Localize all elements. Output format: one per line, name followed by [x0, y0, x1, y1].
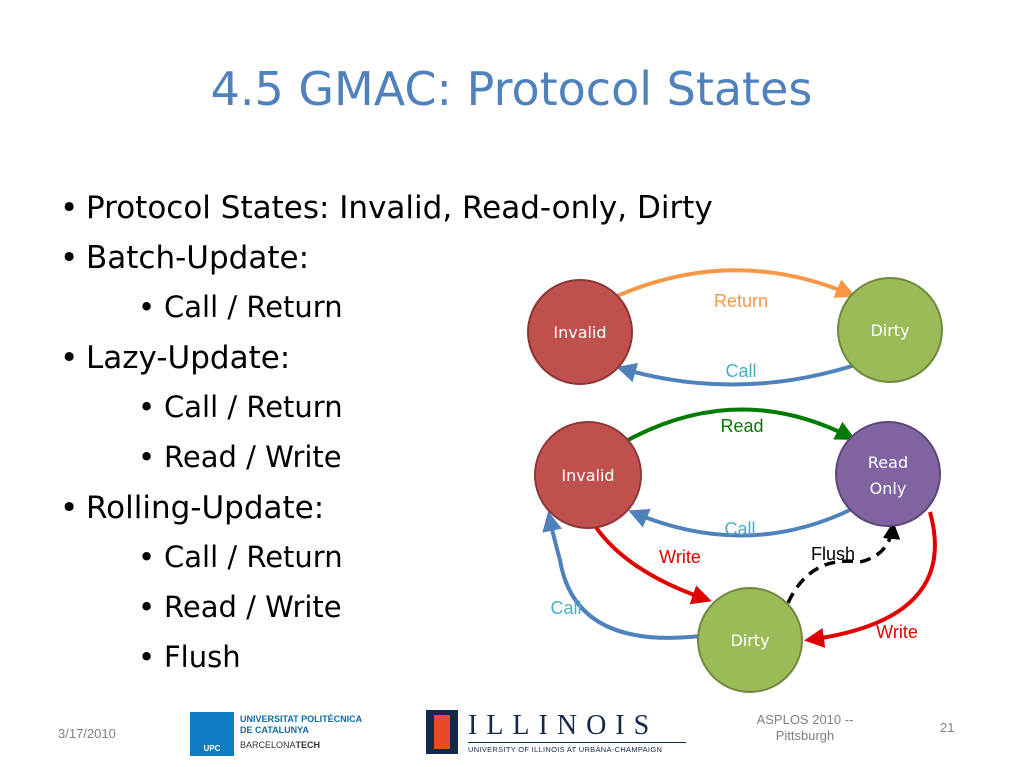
upc-name-line1: UNIVERSITAT POLITÈCNICA — [240, 714, 363, 724]
illinois-rule — [468, 742, 686, 743]
edge-write-invalid-arrow — [588, 516, 712, 605]
bullet-item: •Call / Return — [138, 390, 343, 424]
node-dirty-batch — [837, 277, 943, 383]
illinois-wordmark: ILLINOIS — [468, 710, 659, 741]
footer-venue-line2: Pittsburgh — [775, 728, 835, 743]
edge-call-dirty-label: Call — [550, 598, 581, 618]
node-readonly-label-line1: Read — [868, 453, 908, 472]
upc-emblem-text: UPC — [203, 744, 221, 753]
bullet-text: Batch-Update: — [86, 240, 310, 276]
node-dirty-batch-label: Dirty — [870, 321, 909, 340]
illinois-block-i-icon — [426, 710, 458, 754]
bullet-dot: • — [60, 340, 79, 376]
node-dirty-rolling-label: Dirty — [730, 631, 769, 650]
edge-write-ro-arrow — [804, 511, 937, 648]
bullet-dot: • — [138, 640, 156, 674]
bullet-text: Call / Return — [164, 390, 343, 424]
bullet-text: Call / Return — [164, 290, 343, 324]
bullet-item: •Call / Return — [138, 290, 343, 324]
edge-call-dirty-arrow — [542, 511, 701, 640]
node-invalid-rolling — [534, 421, 642, 529]
edge-return-arrow — [616, 268, 856, 298]
edge-call-ro-label: Call — [724, 519, 755, 539]
upc-logo: UPC UNIVERSITAT POLITÈCNICA DE CATALUNYA… — [190, 712, 390, 758]
node-invalid-batch — [527, 279, 633, 385]
bullet-item: •Read / Write — [138, 440, 342, 474]
footer-venue: ASPLOS 2010 -- Pittsburgh — [720, 712, 890, 744]
bullet-dot: • — [60, 190, 79, 226]
bullet-item: •Protocol States: Invalid, Read-only, Di… — [60, 190, 713, 226]
bullet-dot: • — [138, 440, 156, 474]
node-invalid-rolling-label: Invalid — [561, 466, 614, 485]
node-readonly-label-line2: Only — [870, 479, 907, 498]
bullet-dot: • — [60, 240, 79, 276]
edge-call-label: Call — [725, 361, 756, 381]
upc-emblem: UPC — [190, 712, 234, 756]
footer-date: 3/17/2010 — [58, 726, 116, 741]
bullet-text: Lazy-Update: — [86, 340, 291, 376]
footer-venue-line1: ASPLOS 2010 -- — [756, 712, 854, 727]
edge-write-ro-label: Write — [876, 622, 918, 642]
upc-name-line2: DE CATALUNYA — [240, 725, 309, 735]
edge-read-label: Read — [720, 416, 763, 436]
bullet-dot: • — [138, 540, 156, 574]
illinois-logo: ILLINOIS UNIVERSITY OF ILLINOIS AT URBAN… — [426, 710, 696, 758]
bullet-item: •Call / Return — [138, 540, 343, 574]
edge-call-arrow — [616, 362, 853, 387]
page-number: 21 — [940, 720, 955, 735]
node-readonly — [835, 421, 941, 527]
bullet-text: Read / Write — [164, 590, 342, 624]
slide-title: 4.5 GMAC: Protocol States — [210, 62, 813, 116]
bullet-text: Read / Write — [164, 440, 342, 474]
bullet-text: Flush — [164, 640, 241, 674]
upc-tech: TECH — [295, 740, 321, 750]
node-dirty-rolling — [697, 587, 803, 693]
bullet-item: •Flush — [138, 640, 241, 674]
bullet-item: •Read / Write — [138, 590, 342, 624]
bullet-text: Call / Return — [164, 540, 343, 574]
upc-barcelona: BARCELONA — [240, 740, 296, 750]
bullet-dot: • — [138, 390, 156, 424]
bullet-item: •Batch-Update: — [60, 240, 309, 276]
edge-flush-arrow — [786, 521, 901, 604]
edge-write-invalid-label: Write — [659, 547, 701, 567]
edge-call-ro-arrow — [628, 508, 851, 538]
bullet-item: •Rolling-Update: — [60, 490, 324, 526]
bullet-dot: • — [138, 290, 156, 324]
bullet-dot: • — [60, 490, 79, 526]
illinois-subtitle: UNIVERSITY OF ILLINOIS AT URBANA-CHAMPAI… — [468, 745, 663, 754]
bullet-item: •Lazy-Update: — [60, 340, 290, 376]
upc-name-line3: BARCELONATECH — [240, 740, 320, 750]
bullet-dot: • — [138, 590, 156, 624]
edge-return-label: Return — [714, 291, 768, 311]
bullet-text: Protocol States: Invalid, Read-only, Dir… — [86, 190, 713, 226]
bullet-text: Rolling-Update: — [86, 490, 325, 526]
node-invalid-batch-label: Invalid — [553, 323, 606, 342]
edge-read-arrow — [627, 407, 856, 442]
edge-flush-label: Flush — [811, 544, 855, 564]
